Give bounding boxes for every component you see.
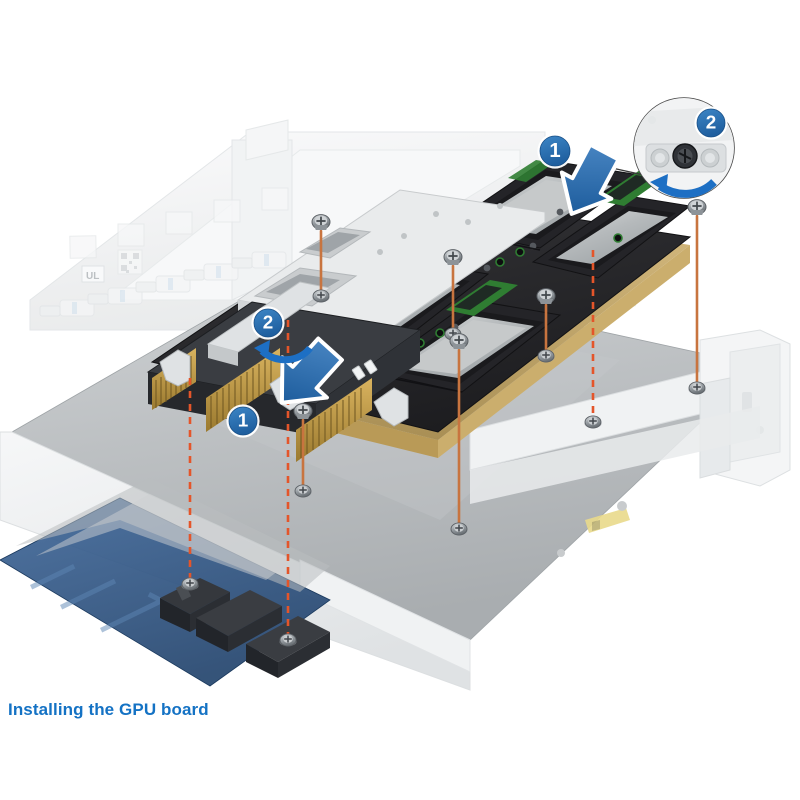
figure-caption: Installing the GPU board: [8, 700, 209, 719]
callout-badge-2-left: 2: [251, 306, 285, 340]
screw-target-3: [584, 415, 602, 429]
screw-head-6: [293, 403, 313, 419]
screw-head-5: [449, 333, 469, 349]
callout-badge-2-inset: 2: [694, 106, 728, 140]
system-board: [0, 478, 331, 687]
callout-number: 1: [238, 411, 249, 432]
callout-number: 1: [549, 140, 560, 162]
rotate-arrow-left: [254, 340, 313, 364]
chassis-slot-covers: [69, 187, 289, 259]
captive-screws: [181, 199, 707, 647]
screw-head-1: [311, 214, 331, 230]
gold-fingers-3: [296, 378, 372, 462]
callout-number: 2: [263, 313, 274, 334]
callout-badge-1-top: 1: [537, 133, 573, 169]
callout-number: 2: [706, 113, 717, 134]
screw-target-2: [279, 633, 297, 647]
chassis-label-ul: UL: [81, 265, 105, 283]
screw-seat-3: [537, 349, 555, 363]
screw-seat-4: [688, 381, 706, 395]
chassis-label-qr: [117, 249, 143, 275]
screw-seat-5: [450, 522, 468, 536]
screw-target-1: [181, 577, 199, 591]
rotate-arrow-inset: [650, 174, 717, 198]
gold-fingers-2: [206, 348, 280, 432]
gpu-module-2: [531, 195, 692, 279]
callout-badges: 1 2 2 1: [226, 106, 728, 438]
chassis-warning-label: [585, 508, 630, 533]
screw-seat-6: [294, 484, 312, 498]
floor-standoff: [617, 501, 627, 511]
insert-arrow-top: [559, 142, 621, 216]
floor-standoff-2: [557, 549, 565, 557]
screw-seat-1: [312, 289, 330, 303]
screw-head-3: [536, 288, 556, 304]
gpu-connector-edge: [146, 281, 422, 462]
callout-badge-1-left: 1: [226, 404, 260, 438]
svg-text:UL: UL: [86, 271, 99, 282]
coolant-fittings: [39, 251, 287, 317]
screw-head-2: [443, 249, 463, 265]
screw-head-4: [687, 199, 707, 215]
alignment-guide-lines: [188, 214, 699, 636]
